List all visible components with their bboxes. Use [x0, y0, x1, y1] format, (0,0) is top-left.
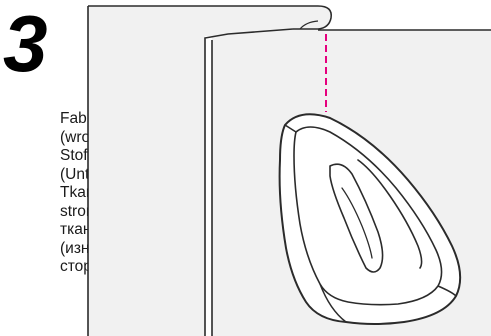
pressing-illustration: [0, 0, 491, 336]
